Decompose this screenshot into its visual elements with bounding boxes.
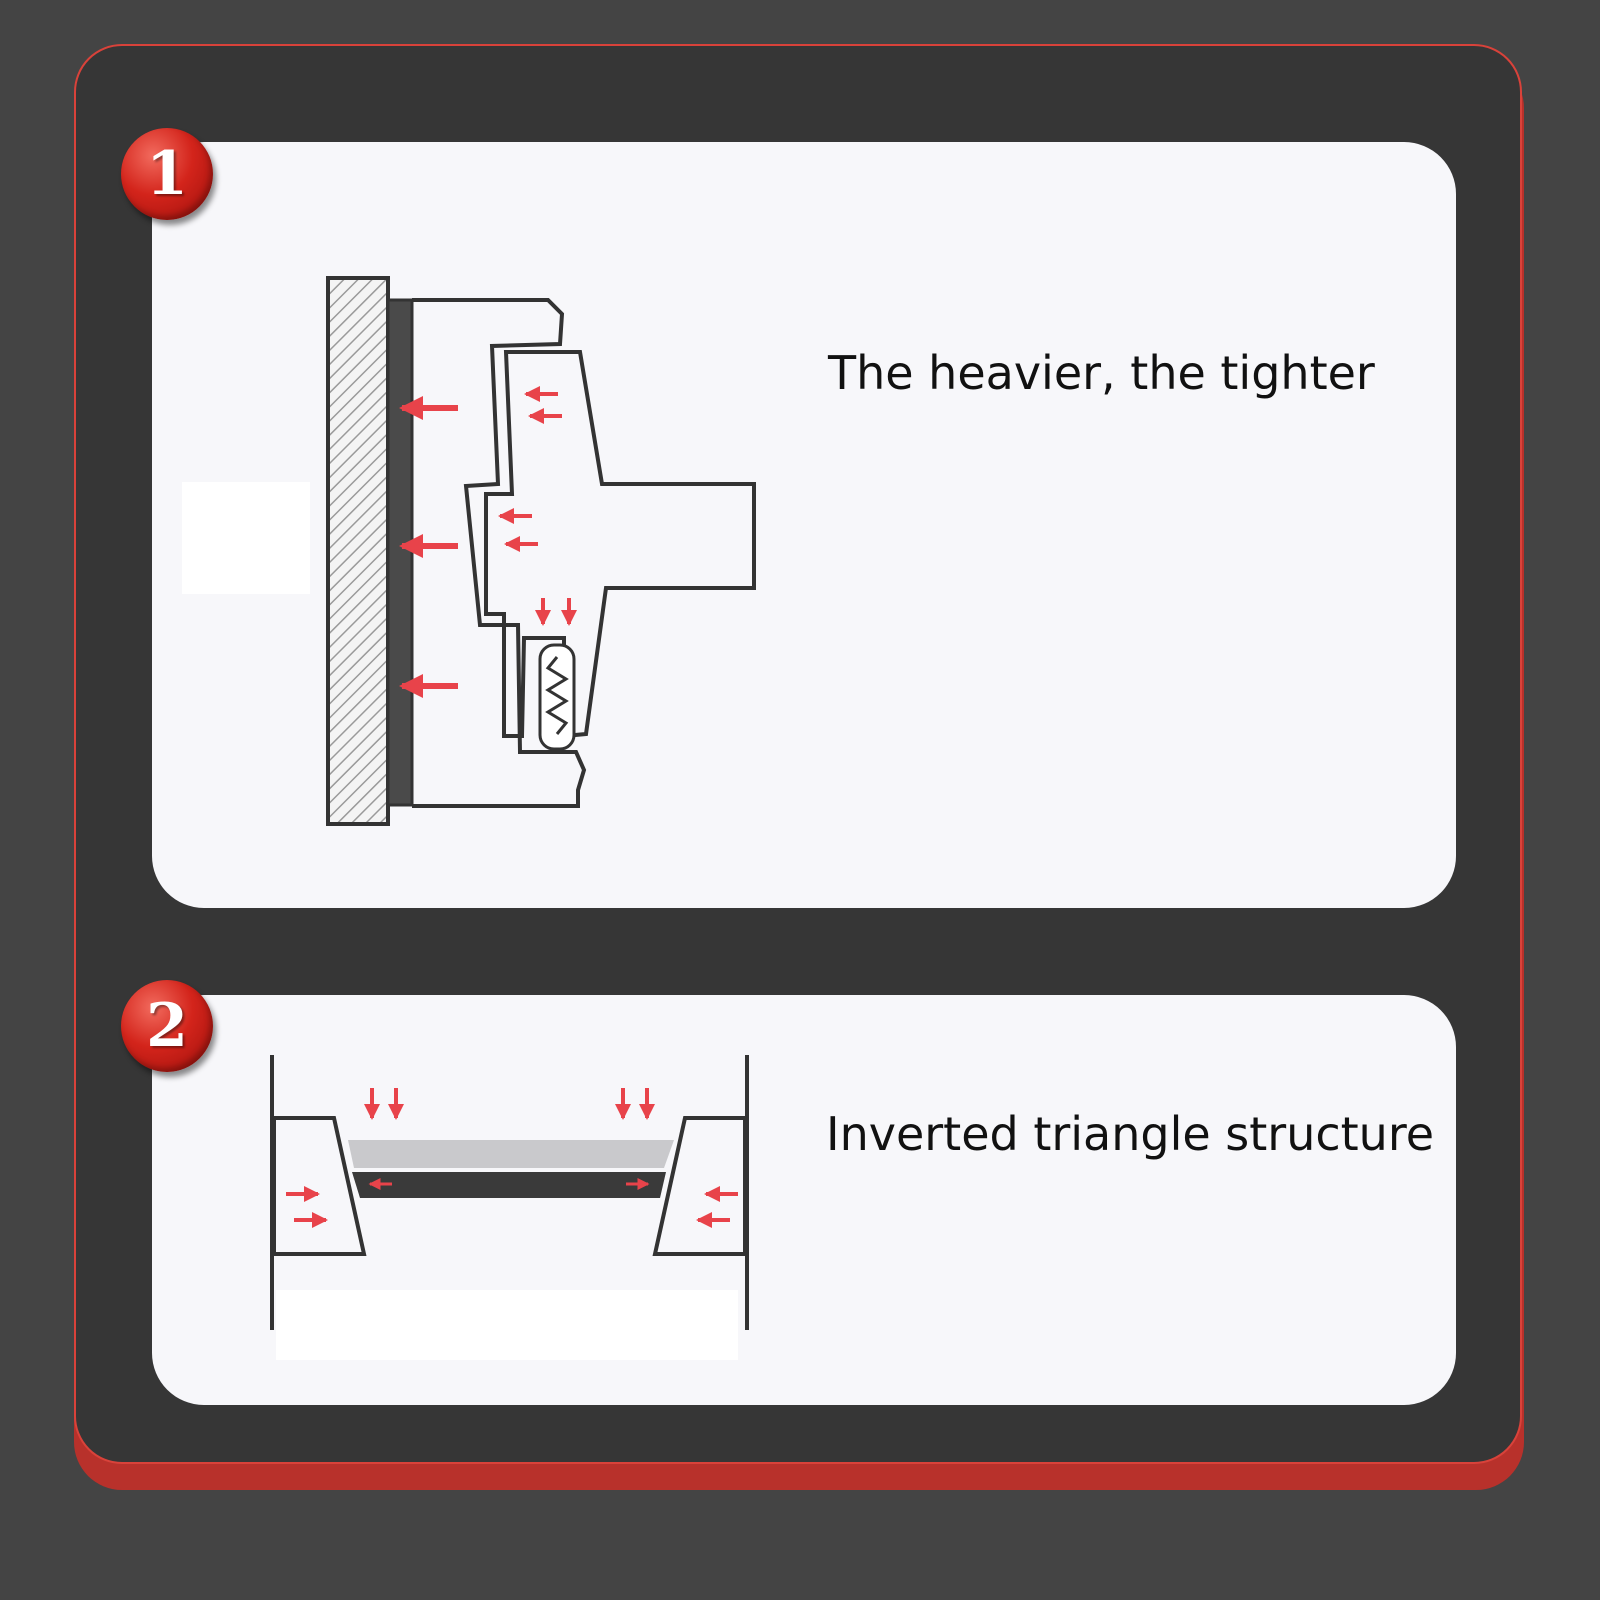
hook-plate — [484, 350, 756, 739]
wall-hatched — [326, 276, 390, 826]
caption-inverted-triangle: Inverted triangle structure — [826, 1107, 1435, 1161]
caption-heavier-tighter: The heavier, the tighter — [828, 346, 1375, 400]
spring-icon — [545, 656, 569, 735]
blank-patch — [182, 482, 310, 594]
step-badge-1: 1 — [121, 128, 213, 220]
wedge-right — [652, 1116, 747, 1256]
diagram-inverted-triangle — [270, 1055, 749, 1360]
wedge-left — [272, 1116, 367, 1256]
center-bar — [352, 1172, 666, 1198]
bracket-outline — [412, 298, 587, 808]
top-layer — [348, 1140, 674, 1168]
step-badge-2: 2 — [121, 980, 213, 1072]
diagram-hook-clamp — [182, 276, 756, 826]
back-plate — [386, 298, 414, 807]
blank-patch — [276, 1290, 738, 1360]
